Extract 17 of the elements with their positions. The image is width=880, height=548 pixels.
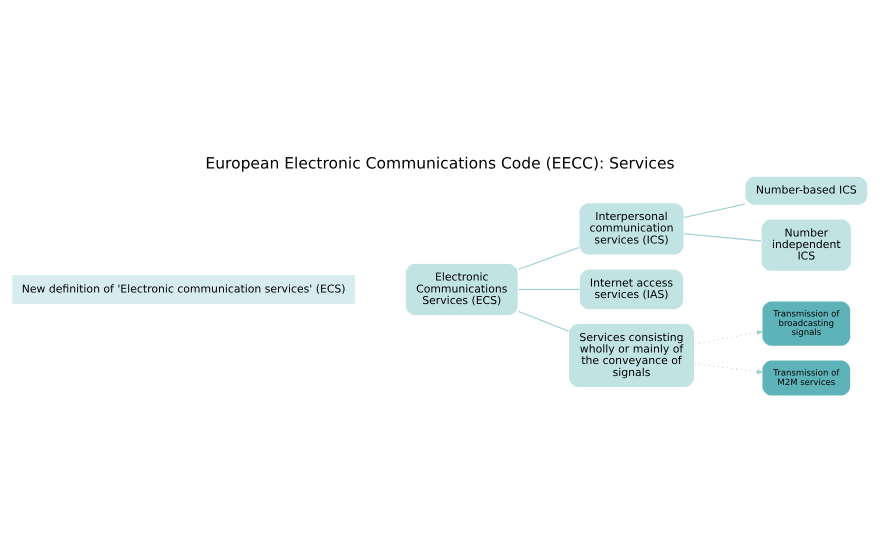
- node-box: Number-based ICS: [744, 176, 868, 206]
- arrow: [694, 362, 764, 374]
- connector: [518, 288, 580, 290]
- label: New definition of 'Electronic communication services' (ECS): [22, 282, 346, 295]
- connector: [518, 246, 579, 270]
- node-box: Transmission of broadcasting signals: [762, 300, 851, 346]
- connector: [684, 232, 762, 242]
- node-box: Internet access services (IAS): [579, 268, 684, 310]
- connector: [684, 203, 746, 218]
- node-box: Number independent ICS: [760, 218, 852, 272]
- node-box: Transmission of M2M services: [762, 359, 851, 396]
- node-box: Interpersonal communication services (ICS): [578, 202, 684, 255]
- connector: [518, 310, 569, 332]
- diagram-title: European Electronic Communications Code (EECC): Services: [205, 154, 675, 172]
- node-box: Electronic Communications Services (ECS): [405, 262, 518, 316]
- node-box: Services consisting wholly or mainly of the conveyance of signals: [568, 322, 695, 388]
- arrow: [694, 330, 764, 344]
